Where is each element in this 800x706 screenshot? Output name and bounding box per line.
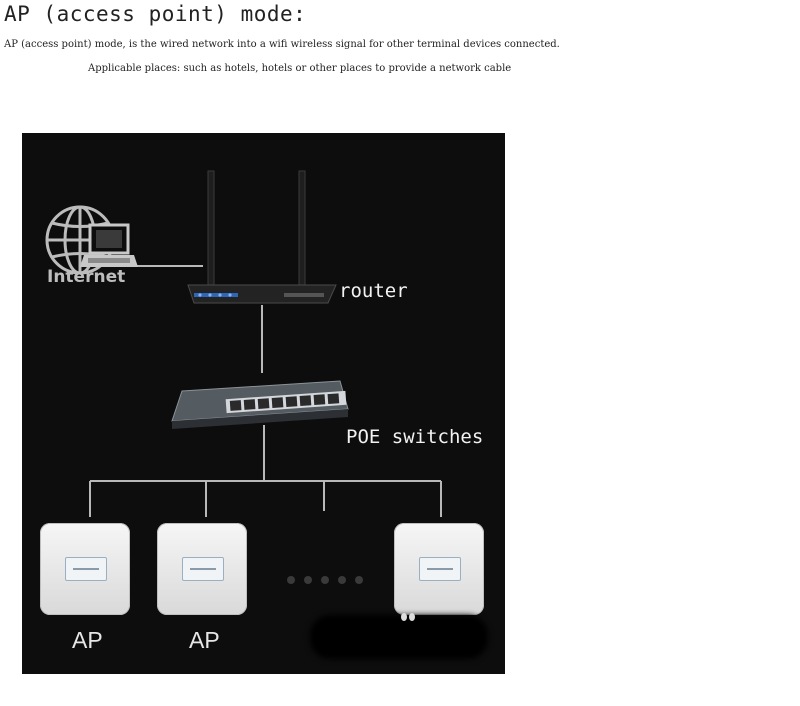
diagram-graphics bbox=[45, 170, 442, 517]
network-diagram: Internet router POE switches AP AP bbox=[22, 133, 505, 674]
applicable-places: Applicable places: such as hotels, hotel… bbox=[88, 63, 512, 74]
access-point-icon bbox=[157, 523, 247, 615]
poe-switch-icon bbox=[171, 380, 349, 429]
poe-switch-label: POE switches bbox=[346, 426, 484, 448]
ap-label-2: AP bbox=[189, 627, 220, 653]
laptop-icon bbox=[80, 223, 138, 267]
ellipsis-dots bbox=[287, 569, 372, 588]
ap-logo bbox=[65, 557, 107, 581]
access-point-icon bbox=[40, 523, 130, 615]
router-label: router bbox=[339, 280, 408, 302]
redacted-marks bbox=[401, 606, 417, 625]
page-title: AP (access point) mode: bbox=[4, 2, 307, 26]
mode-description: AP (access point) mode, is the wired net… bbox=[4, 39, 560, 50]
ap-label-1: AP bbox=[72, 627, 103, 653]
redacted-area bbox=[310, 615, 488, 659]
ap-logo bbox=[182, 557, 224, 581]
access-point-icon bbox=[394, 523, 484, 615]
internet-label: Internet bbox=[47, 267, 126, 287]
ap-logo bbox=[419, 557, 461, 581]
router-icon bbox=[187, 170, 337, 304]
connection-lines bbox=[89, 265, 442, 517]
